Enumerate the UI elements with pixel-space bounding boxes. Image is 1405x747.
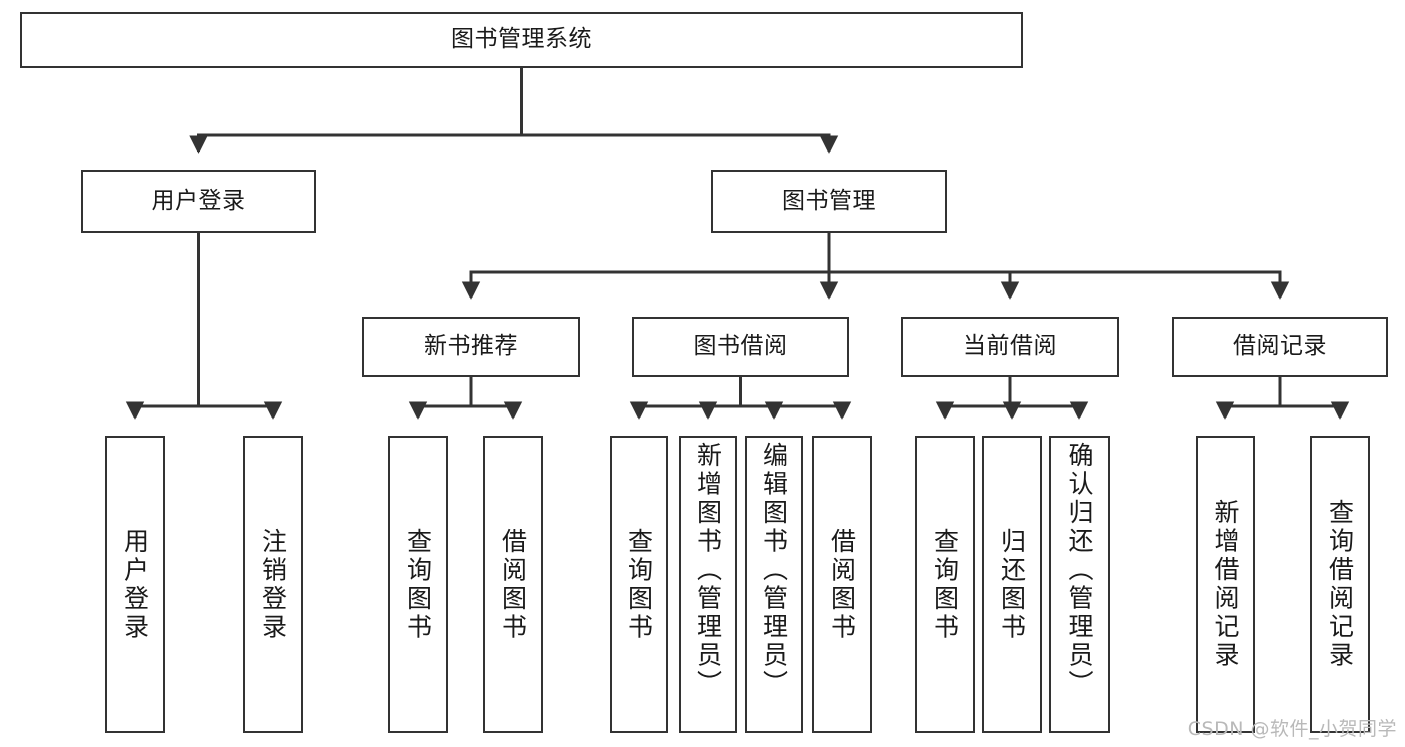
- node-user-login-label: 用户登录: [151, 187, 246, 214]
- node-br-query-record-label: 查询借阅记录: [1325, 499, 1355, 670]
- node-borrow-record-label: 借阅记录: [1233, 333, 1327, 360]
- node-bb-borrow-book[interactable]: 借阅图书: [812, 436, 872, 733]
- node-book-manage[interactable]: 图书管理: [711, 170, 947, 233]
- node-borrow-record[interactable]: 借阅记录: [1172, 317, 1388, 377]
- node-bb-add-book-label: 新增图书（管理员）: [693, 442, 723, 699]
- node-root[interactable]: 图书管理系统: [20, 12, 1023, 68]
- node-bb-borrow-book-label: 借阅图书: [827, 527, 857, 642]
- node-br-add-record-label: 新增借阅记录: [1211, 499, 1240, 670]
- node-bb-query-book[interactable]: 查询图书: [610, 436, 668, 733]
- node-new-book-recommend[interactable]: 新书推荐: [362, 317, 580, 377]
- node-book-borrow[interactable]: 图书借阅: [632, 317, 849, 377]
- node-user-login-do-label: 用户登录: [120, 527, 150, 642]
- node-current-borrow[interactable]: 当前借阅: [901, 317, 1119, 377]
- node-nbr-query-book-label: 查询图书: [403, 527, 433, 642]
- node-nbr-borrow-book[interactable]: 借阅图书: [483, 436, 543, 733]
- node-bb-edit-book[interactable]: 编辑图书（管理员）: [745, 436, 803, 733]
- node-user-logout[interactable]: 注销登录: [243, 436, 303, 733]
- node-cb-confirm-return[interactable]: 确认归还（管理员）: [1049, 436, 1110, 733]
- node-new-book-recommend-label: 新书推荐: [424, 333, 518, 360]
- node-user-login[interactable]: 用户登录: [81, 170, 316, 233]
- node-root-label: 图书管理系统: [451, 26, 592, 53]
- node-cb-return-book[interactable]: 归还图书: [982, 436, 1042, 733]
- node-book-borrow-label: 图书借阅: [693, 333, 788, 360]
- node-cb-query-book[interactable]: 查询图书: [915, 436, 975, 733]
- csdn-watermark: CSDN @软件_小贺同学: [1187, 718, 1397, 740]
- node-cb-query-book-label: 查询图书: [930, 527, 960, 642]
- node-nbr-borrow-book-label: 借阅图书: [498, 527, 528, 642]
- node-br-add-record[interactable]: 新增借阅记录: [1196, 436, 1255, 733]
- node-bb-edit-book-label: 编辑图书（管理员）: [759, 442, 789, 699]
- node-br-query-record[interactable]: 查询借阅记录: [1310, 436, 1370, 733]
- node-book-manage-label: 图书管理: [782, 187, 876, 214]
- node-bb-query-book-label: 查询图书: [624, 527, 654, 642]
- node-user-logout-label: 注销登录: [258, 527, 288, 642]
- node-cb-return-book-label: 归还图书: [997, 527, 1027, 642]
- node-nbr-query-book[interactable]: 查询图书: [388, 436, 448, 733]
- node-current-borrow-label: 当前借阅: [963, 333, 1057, 360]
- node-cb-confirm-return-label: 确认归还（管理员）: [1065, 442, 1094, 699]
- node-user-login-do[interactable]: 用户登录: [105, 436, 165, 733]
- node-bb-add-book[interactable]: 新增图书（管理员）: [679, 436, 737, 733]
